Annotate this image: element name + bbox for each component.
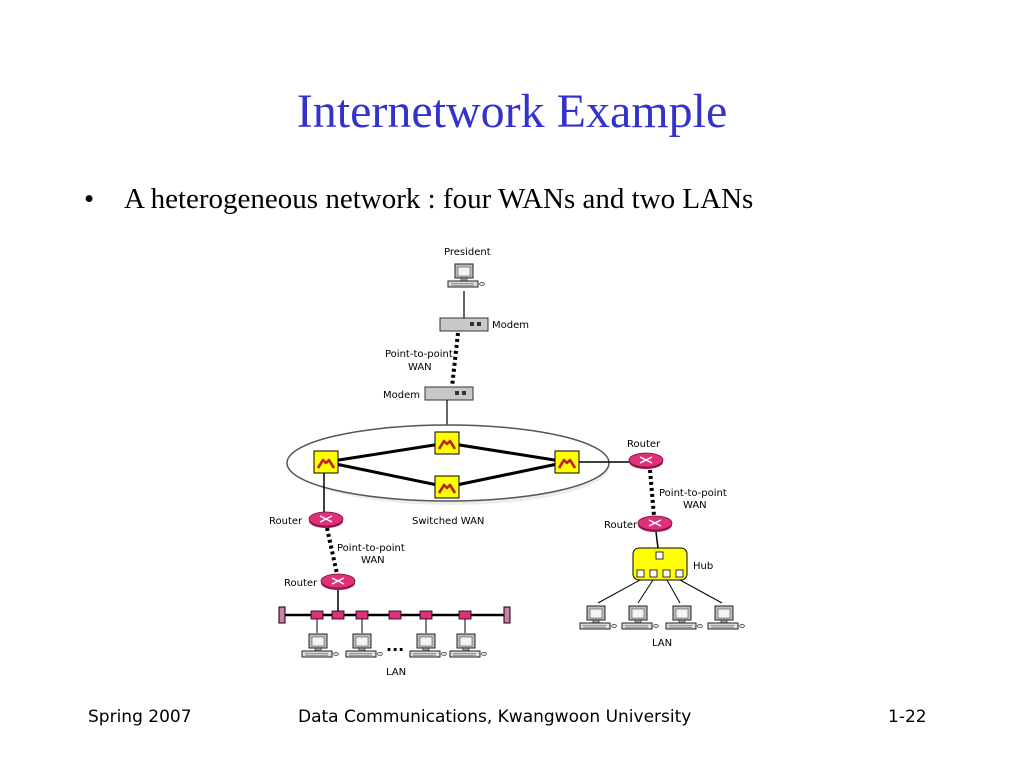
p2p-wan-top-label-1: Point-to-point: [385, 349, 453, 360]
lan-left-computer-icon: [345, 633, 383, 658]
lan-right-computer-icon: [707, 605, 745, 630]
hub-label: Hub: [693, 561, 713, 572]
lan-right-computer-icon: [579, 605, 617, 630]
modem-bottom-icon: [424, 386, 474, 401]
router-left-lower-label: Router: [284, 578, 318, 589]
modem-top-icon: [439, 317, 489, 332]
p2p-wan-top-link: [450, 332, 460, 388]
president-label: President: [444, 247, 491, 258]
lan-left-computer-icon: [301, 633, 339, 658]
bullet-marker: •: [84, 183, 95, 215]
switch-bottom-icon: [433, 474, 461, 500]
router-right-lower-icon: [637, 515, 673, 533]
router-left-icon: [308, 511, 344, 529]
p2p-wan-left-label-1: Point-to-point: [337, 543, 405, 554]
switch-right-icon: [553, 449, 581, 475]
switched-wan-cloud: [286, 424, 610, 502]
p2p-wan-left-link: [325, 527, 339, 575]
bullet-item: • A heterogeneous network : four WANs an…: [84, 183, 753, 216]
switch-left-icon: [312, 449, 340, 475]
footer-semester: Spring 2007: [88, 707, 192, 727]
p2p-wan-right-link: [648, 469, 656, 517]
lan-left-bus: [278, 606, 511, 633]
router-right-icon: [628, 452, 664, 470]
lan-left-ellipsis: ...: [386, 636, 404, 655]
hub-icon: [632, 547, 688, 581]
footer-slide-number: 1-22: [888, 707, 927, 727]
p2p-wan-right-label-2: WAN: [683, 500, 707, 511]
hub-links: [597, 579, 723, 604]
modem-bottom-label: Modem: [383, 390, 420, 401]
lan-left-computer-icon: [449, 633, 487, 658]
modem-top-label: Modem: [492, 320, 529, 331]
lan-right-computer-icon: [665, 605, 703, 630]
lan-left-computer-icon: [409, 633, 447, 658]
p2p-wan-left-label-2: WAN: [361, 555, 385, 566]
bullet-text: A heterogeneous network : four WANs and …: [124, 183, 754, 215]
footer-course: Data Communications, Kwangwoon Universit…: [298, 707, 692, 727]
router-right-lower-label: Router: [604, 520, 638, 531]
router-right-label: Router: [627, 439, 661, 450]
router-left-label: Router: [269, 516, 303, 527]
lan-right-computer-icon: [621, 605, 659, 630]
lan-right-label: LAN: [652, 638, 672, 649]
p2p-wan-right-label-1: Point-to-point: [659, 488, 727, 499]
president-computer-icon: [447, 263, 485, 288]
router-hub-link: [655, 531, 659, 549]
switch-top-icon: [433, 430, 461, 456]
p2p-wan-top-label-2: WAN: [408, 362, 432, 373]
slide-title: Internetwork Example: [296, 85, 728, 138]
lan-left-label: LAN: [386, 667, 406, 678]
switched-wan-label: Switched WAN: [412, 516, 484, 527]
router-left-lower-icon: [320, 573, 356, 591]
